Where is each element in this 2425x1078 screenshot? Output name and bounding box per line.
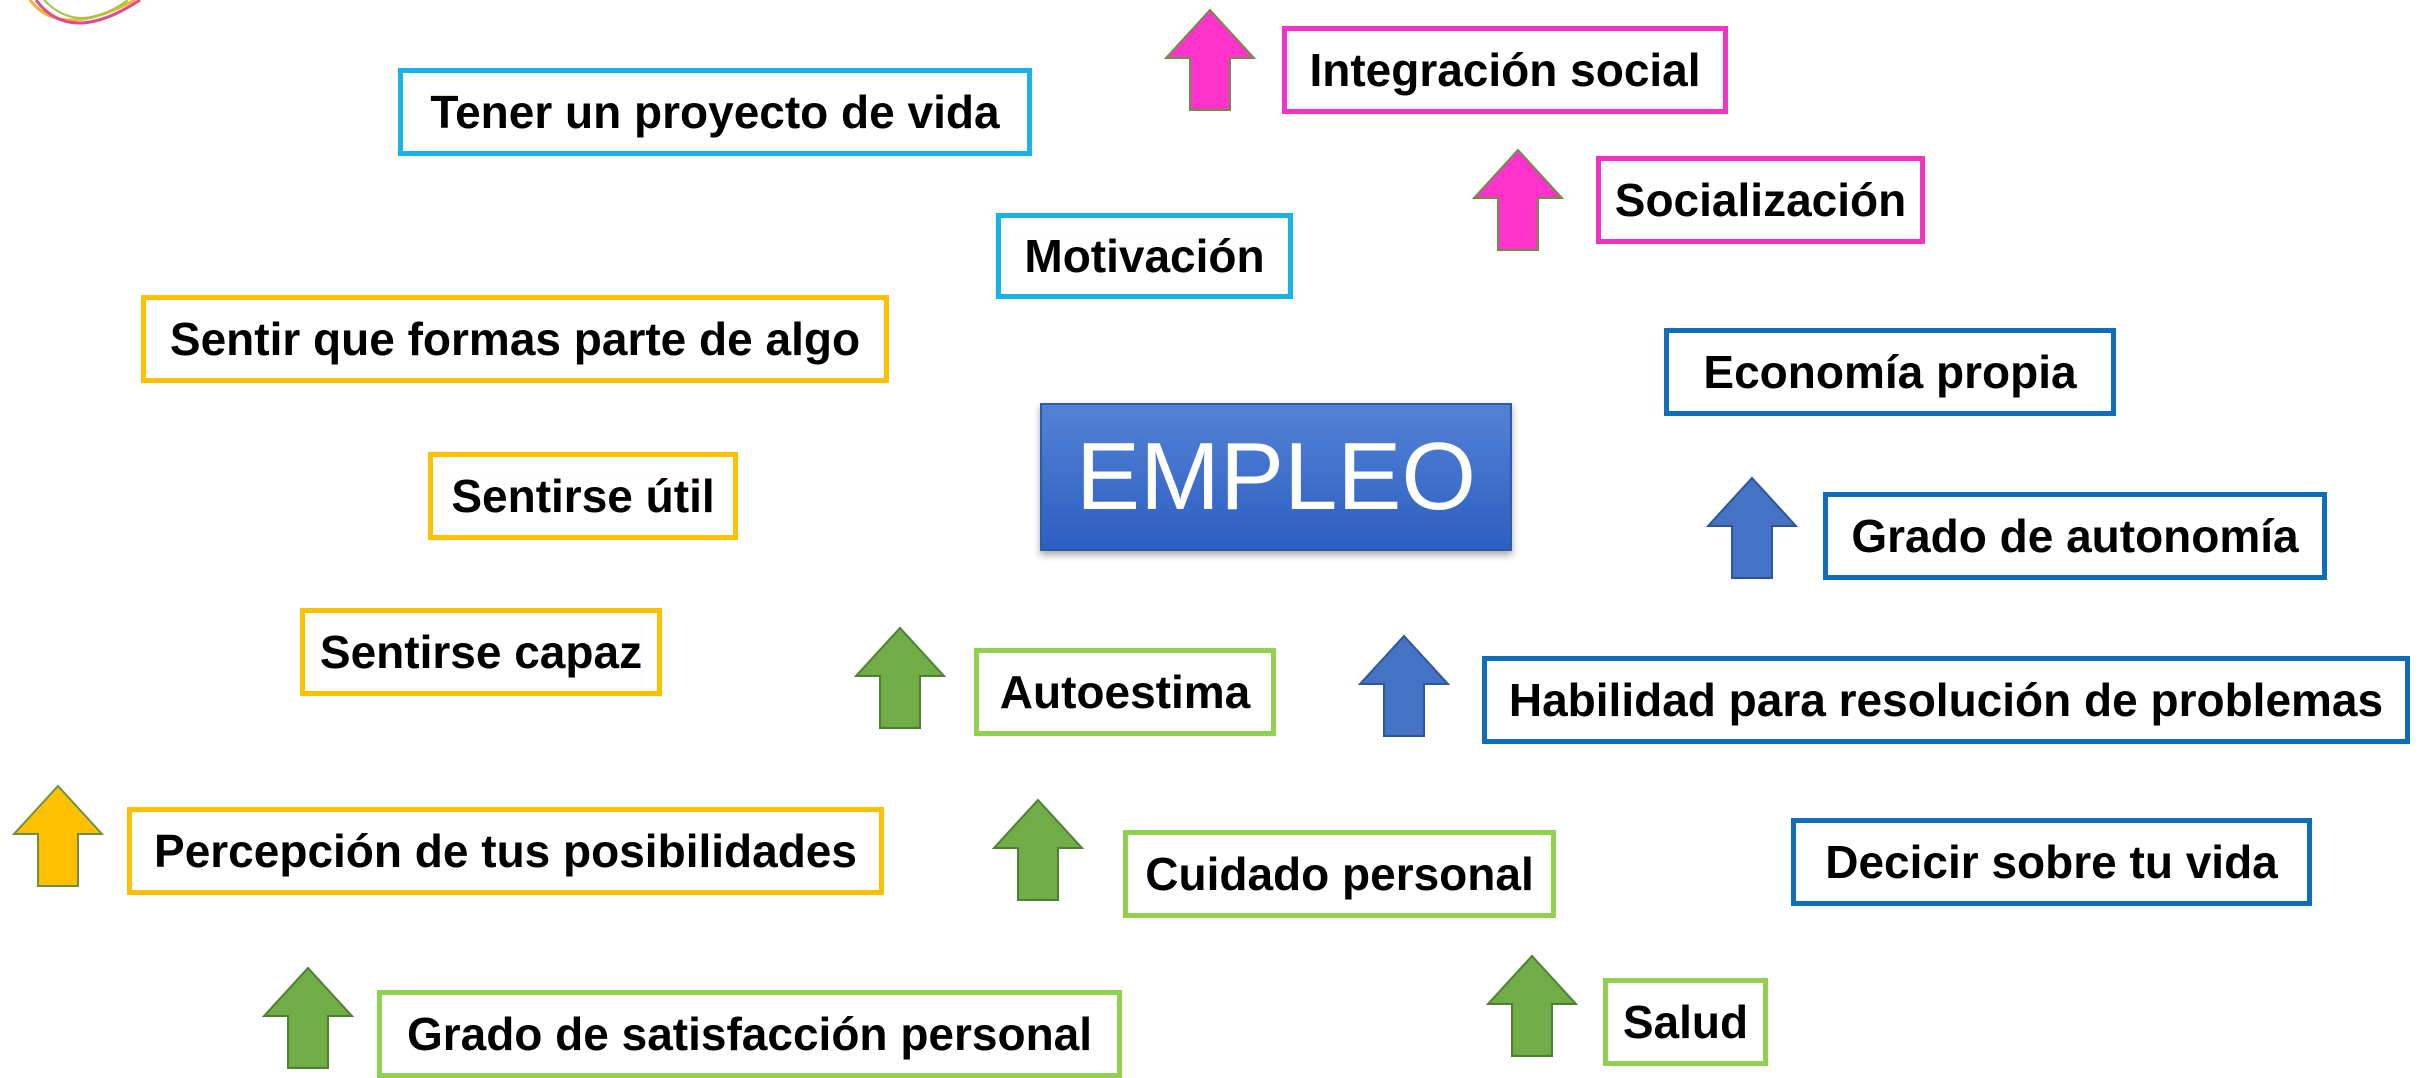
box-decicir-vida: Decicir sobre tu vida (1791, 818, 2312, 906)
arrow-up-icon-salud (1486, 954, 1578, 1057)
box-habilidad-problemas: Habilidad para resolución de problemas (1482, 656, 2410, 744)
box-sentirse-util: Sentirse útil (428, 452, 738, 540)
box-socializacion: Socialización (1596, 156, 1925, 244)
box-grado-autonomia: Grado de autonomía (1823, 492, 2327, 580)
box-grado-satisfaccion: Grado de satisfacción personal (377, 990, 1122, 1078)
box-tener-proyecto: Tener un proyecto de vida (398, 68, 1032, 156)
box-motivacion: Motivación (996, 213, 1293, 299)
box-cuidado-personal: Cuidado personal (1123, 830, 1556, 918)
arrow-up-icon-autonomia (1706, 476, 1798, 579)
box-salud: Salud (1603, 978, 1768, 1066)
arrow-up-icon-autoestima (854, 626, 946, 729)
central-node-empleo: EMPLEO (1040, 403, 1512, 551)
arrow-up-icon-satisfaccion (262, 966, 354, 1069)
box-economia-propia: Economía propia (1664, 328, 2116, 416)
box-sentirse-capaz: Sentirse capaz (300, 608, 662, 696)
box-sentir-parte: Sentir que formas parte de algo (141, 295, 889, 383)
arrow-up-icon-percepcion (12, 784, 104, 887)
arrow-up-icon-integracion (1164, 8, 1256, 111)
box-percepcion: Percepción de tus posibilidades (127, 807, 884, 895)
arrow-up-icon-cuidado (992, 798, 1084, 901)
box-integracion-social: Integración social (1282, 26, 1728, 114)
box-autoestima: Autoestima (974, 648, 1276, 736)
arrow-up-icon-socializacion (1472, 148, 1564, 251)
arrow-up-icon-habilidad (1358, 634, 1450, 737)
logo-fragment (28, 0, 141, 25)
